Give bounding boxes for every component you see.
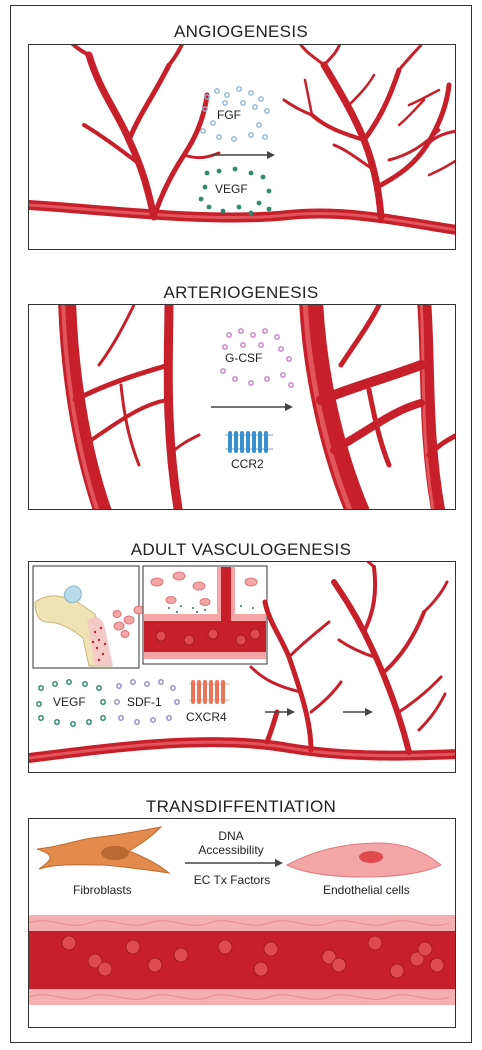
fibroblasts-label: Fibroblasts <box>73 883 132 897</box>
dna-accessibility-label: DNA Accessibility <box>198 829 264 857</box>
transdiff-panel: Fibroblasts DNA Accessibility EC Tx Fact… <box>28 818 456 1028</box>
gcsf-label: G-CSF <box>225 351 263 365</box>
arteriogenesis-illustration <box>58 305 455 509</box>
endothelial-cell-icon <box>285 842 442 878</box>
sdf1-label: SDF-1 <box>127 695 162 709</box>
angiogenesis-panel: FGF VEGF <box>28 44 456 250</box>
fibroblast-cell-icon <box>36 826 171 874</box>
transdiff-title: TRANSDIFFENTIATION <box>145 797 337 816</box>
arteriogenesis-panel: G-CSF CCR2 <box>28 304 456 510</box>
vasculogenesis-illustration <box>29 562 455 763</box>
fgf-label: FGF <box>217 108 241 122</box>
vessel-inset <box>142 565 268 665</box>
ccr2-receptor-icon <box>225 431 273 453</box>
vegf-label-2: VEGF <box>53 695 86 709</box>
bone-marrow-inset <box>32 565 140 669</box>
cxcr4-label: CXCR4 <box>186 710 227 724</box>
angiogenesis-title: ANGIOGENESIS <box>174 22 308 41</box>
vegf-label: VEGF <box>215 182 248 196</box>
vasculogenesis-panel: VEGF SDF-1 CXCR4 <box>28 561 456 773</box>
cxcr4-receptor-icon <box>189 680 229 704</box>
ec-tx-factors-label: EC Tx Factors <box>193 873 271 887</box>
ccr2-label: CCR2 <box>231 457 264 471</box>
angiogenesis-illustration <box>29 45 455 235</box>
endothelial-cells-label: Endothelial cells <box>323 883 410 897</box>
transdiff-illustration <box>29 826 455 1005</box>
vasculogenesis-title: ADULT VASCULOGENESIS <box>130 540 352 559</box>
arteriogenesis-title: ARTERIOGENESIS <box>163 283 319 302</box>
blood-vessel <box>29 915 455 1005</box>
